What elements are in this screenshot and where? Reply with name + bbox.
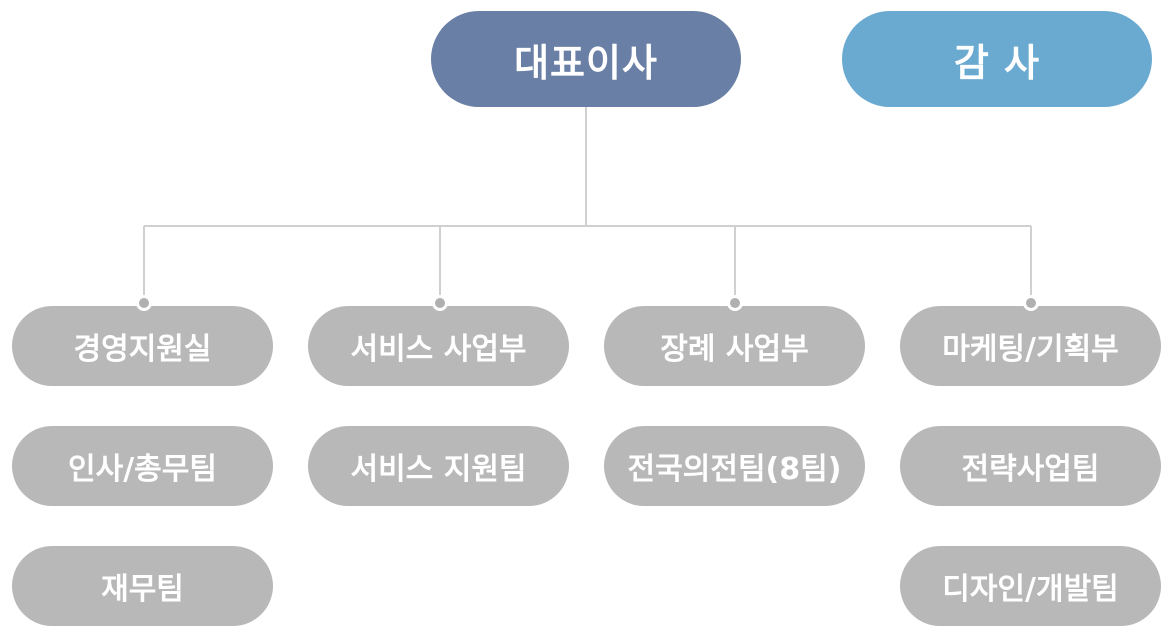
department-management-support: 경영지원실 (12, 306, 273, 386)
department-funeral-business: 장례 사업부 (604, 306, 865, 386)
connector-dot-4 (1023, 295, 1039, 311)
connector-dot-3 (727, 295, 743, 311)
ceo-box: 대표이사 (431, 11, 741, 107)
department-marketing-planning: 마케팅/기획부 (900, 306, 1161, 386)
auditor-box: 감 사 (842, 11, 1152, 107)
team-strategic-business: 전략사업팀 (900, 426, 1161, 506)
team-hr-general-affairs: 인사/총무팀 (12, 426, 273, 506)
connector-dot-2 (432, 295, 448, 311)
team-national-ceremony: 전국의전팀(8팀) (604, 426, 865, 506)
connector-dot-1 (136, 295, 152, 311)
team-service-support: 서비스 지원팀 (308, 426, 569, 506)
team-design-development: 디자인/개발팀 (900, 546, 1161, 626)
department-service-business: 서비스 사업부 (308, 306, 569, 386)
team-finance: 재무팀 (12, 546, 273, 626)
